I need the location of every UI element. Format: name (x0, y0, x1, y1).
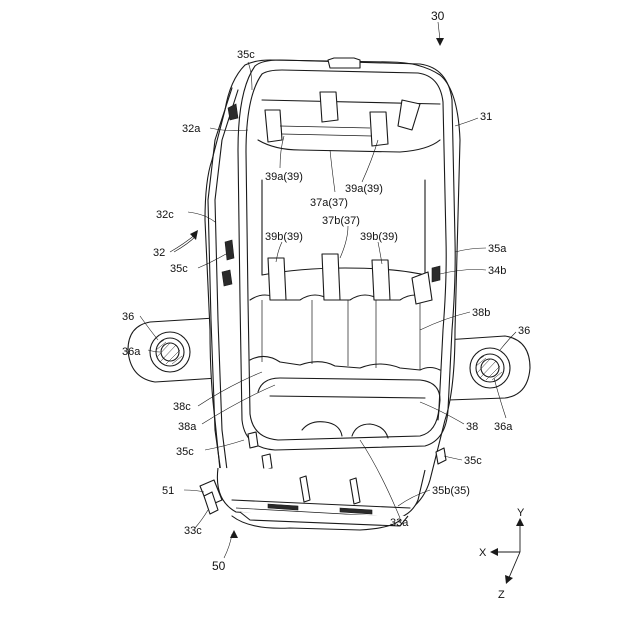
left-mounting-flange (128, 318, 218, 382)
right-mounting-flange (445, 336, 530, 400)
label-51: 51 (162, 485, 174, 497)
axis-x-label: X (479, 547, 487, 559)
label-36a-right: 36a (494, 421, 513, 433)
arrow-30 (436, 38, 444, 46)
axis-z-label: Z (498, 589, 505, 601)
label-34b: 34b (488, 265, 506, 277)
label-35b: 35b(35) (432, 485, 470, 497)
axis-y-label: Y (517, 507, 525, 519)
label-35c-left: 35c (170, 263, 188, 275)
label-36-right: 36 (518, 325, 530, 337)
label-37a: 37a(37) (310, 197, 348, 209)
label-32c: 32c (156, 209, 174, 221)
label-50: 50 (212, 559, 226, 573)
label-38: 38 (466, 421, 478, 433)
label-35c-top: 35c (237, 49, 255, 61)
label-38b: 38b (472, 307, 490, 319)
label-39b-right: 39b(39) (360, 231, 398, 243)
label-39a-right: 39a(39) (345, 183, 383, 195)
label-32: 32 (153, 247, 165, 259)
label-36-left: 36 (122, 311, 134, 323)
label-30: 30 (431, 9, 445, 23)
label-39b-left: 39b(39) (265, 231, 303, 243)
label-38c: 38c (173, 401, 191, 413)
arrow-32 (170, 230, 198, 252)
label-35a: 35a (488, 243, 507, 255)
arrow-50 (230, 530, 238, 538)
label-35c-bottom: 35c (176, 446, 194, 458)
label-33c: 33c (184, 525, 202, 537)
label-38a: 38a (178, 421, 197, 433)
label-39a-left: 39a(39) (265, 171, 303, 183)
label-33a: 33a (390, 517, 409, 529)
label-31: 31 (480, 111, 492, 123)
label-37b: 37b(37) (322, 215, 360, 227)
label-35c-right: 35c (464, 455, 482, 467)
label-36a-left: 36a (122, 346, 141, 358)
label-32a: 32a (182, 123, 201, 135)
axis-indicator: Y X Z (479, 507, 525, 601)
